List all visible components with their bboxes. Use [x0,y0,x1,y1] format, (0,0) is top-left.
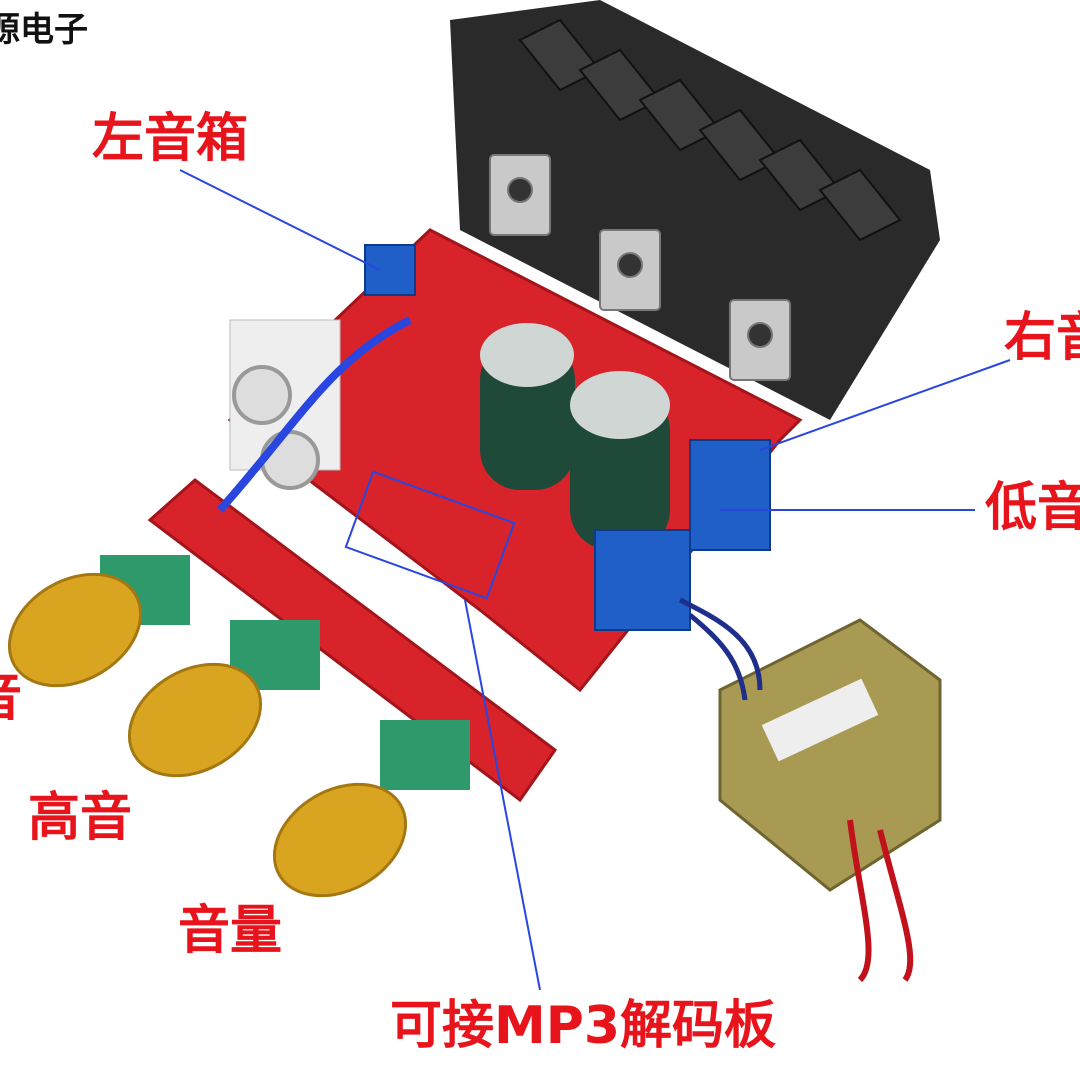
power-transistors [489,154,791,381]
label-left-cut: 音 [0,672,22,724]
screw-terminals [364,244,771,631]
annotation-arrows [179,169,1011,991]
heatsink [450,0,940,420]
rca-jacks [229,319,341,490]
capacitors [480,323,670,550]
label-bass: 低音 [985,478,1080,538]
label-treble: 高音 [28,788,133,848]
label-volume: 音量 [178,901,283,961]
label-right-speaker: 右音 [1004,308,1080,368]
gold-knobs [7,572,408,898]
label-left-speaker: 左音箱 [92,109,249,169]
watermark: 源电子 [0,10,88,50]
transformer [678,597,942,983]
label-mp3-decoder: 可接MP3解码板 [390,996,777,1056]
